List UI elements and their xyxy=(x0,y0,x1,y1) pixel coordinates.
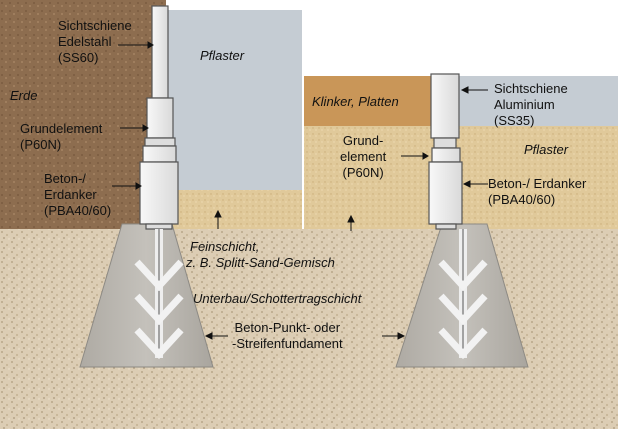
clinker-area xyxy=(304,76,434,126)
label-soil: Erde xyxy=(10,88,38,103)
label-foundation: Beton-Punkt- oder-Streifenfundament xyxy=(232,320,343,351)
label-anchor-left: Beton-/Erdanker(PBA40/60) xyxy=(44,171,112,218)
label-base-element-right: Grund-element(P60N) xyxy=(340,133,387,180)
label-pavement-right: Pflaster xyxy=(524,142,569,157)
label-base-element-left: Grundelement(P60N) xyxy=(20,121,103,152)
label-pavement-left: Pflaster xyxy=(200,48,245,63)
rail-assembly-left xyxy=(134,5,184,360)
leader-arrows xyxy=(112,41,488,340)
label-clinker: Klinker, Platten xyxy=(312,94,399,109)
pavement-left xyxy=(166,10,302,190)
label-bedding: Feinschicht,z. B. Splitt-Sand-Gemisch xyxy=(186,239,335,270)
soil-area xyxy=(0,0,166,229)
label-anchor-right: Beton-/ Erdanker(PBA40/60) xyxy=(488,176,587,207)
rail-assembly-right xyxy=(428,73,488,360)
bedding-left xyxy=(166,190,302,229)
label-subbase: Unterbau/Schottertragschicht xyxy=(193,291,362,306)
